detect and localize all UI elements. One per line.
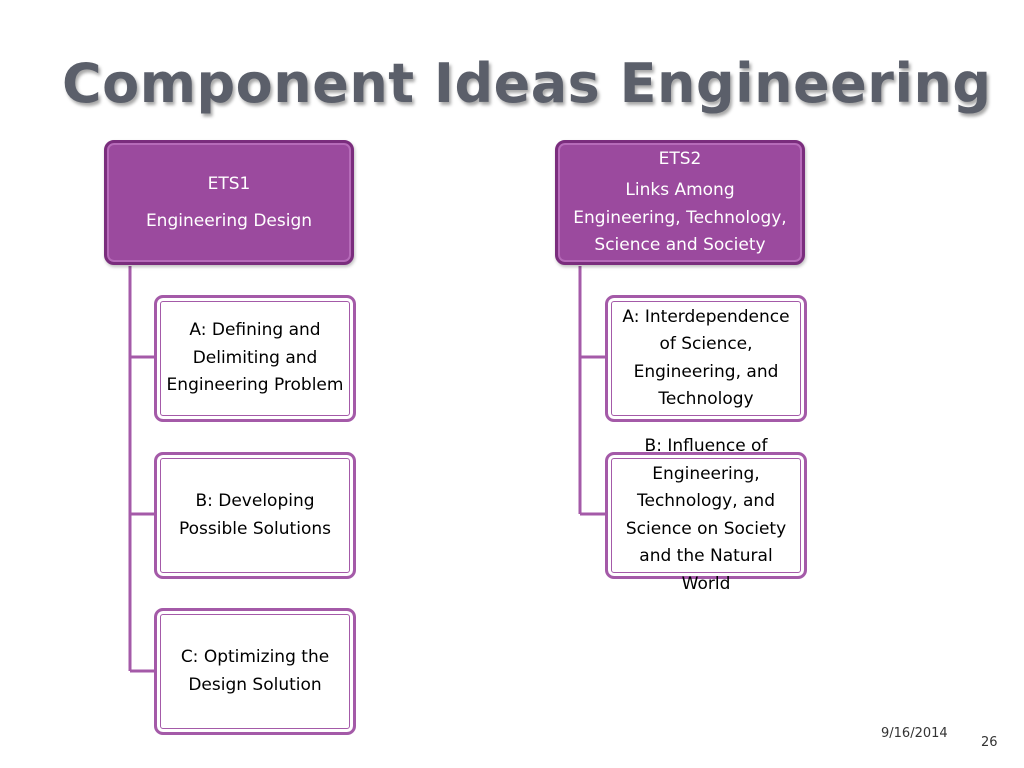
- ets2-item-b-box: B: Influence of Engineering, Technology,…: [605, 436, 807, 594]
- ets1-item-c-box: C: Optimizing the Design Solution: [154, 608, 356, 735]
- ets1-item-a-box: A: Defining and Delimiting and Engineeri…: [154, 295, 356, 422]
- ets2-code: ETS2: [658, 148, 702, 169]
- ets2-header-box: ETS2 Links Among Engineering, Technology…: [555, 140, 805, 265]
- ets1-name: Engineering Design: [145, 210, 313, 231]
- ets1-item-c-label: C: Optimizing the Design Solution: [180, 647, 330, 695]
- ets1-item-b-box: B: Developing Possible Solutions: [154, 452, 356, 579]
- slide-title: Component Ideas Engineering: [62, 52, 992, 115]
- slide-page-number: 26: [981, 735, 998, 750]
- ets2-item-a-box: A: Interdependence of Science, Engineeri…: [605, 295, 807, 422]
- ets2-item-b-label: B: Influence of Engineering, Technology,…: [625, 436, 787, 594]
- slide-date: 9/16/2014: [881, 726, 948, 741]
- ets1-item-b-label: B: Developing Possible Solutions: [179, 491, 331, 539]
- ets2-item-a-label: A: Interdependence of Science, Engineeri…: [622, 306, 790, 410]
- ets2-name: Links Among Engineering, Technology, Sci…: [573, 180, 787, 255]
- ets1-item-a-label: A: Defining and Delimiting and Engineeri…: [166, 320, 344, 396]
- ets1-code: ETS1: [207, 173, 251, 194]
- ets1-header-box: ETS1 Engineering Design: [104, 140, 354, 265]
